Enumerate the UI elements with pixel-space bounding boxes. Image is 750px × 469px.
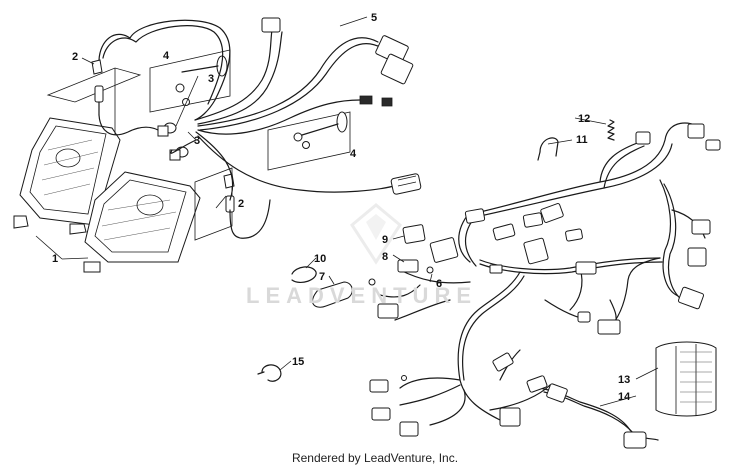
spiral-wrap [607, 119, 615, 141]
callout-1: 1 [52, 253, 58, 265]
callout-6: 6 [436, 278, 442, 290]
headlight-right [83, 171, 201, 273]
adjuster-group-upper [149, 49, 231, 113]
cable-clip [257, 364, 282, 382]
bulb-group-box-right [194, 167, 233, 241]
watermark-logo [350, 203, 402, 265]
rendered-by-credit: Rendered by LeadVenture, Inc. [291, 451, 459, 465]
leader-lines [35, 16, 659, 407]
callout-15: 15 [292, 356, 304, 368]
callout-11: 11 [576, 134, 588, 146]
callout-2b: 2 [238, 198, 244, 210]
main-wiring-harness [379, 122, 706, 441]
fuse-holder [312, 281, 353, 308]
callout-2a: 2 [72, 51, 78, 63]
callout-13: 13 [618, 374, 630, 386]
callout-4b: 4 [350, 148, 357, 160]
bulb-socket-upper [91, 59, 104, 116]
callout-3a: 3 [208, 73, 214, 85]
wire-tie [537, 137, 559, 161]
callout-10: 10 [314, 253, 326, 265]
grommet [291, 266, 317, 284]
headlight-harness-plug [390, 173, 422, 195]
callout-7: 7 [319, 271, 325, 283]
callout-4a: 4 [163, 50, 170, 62]
adjuster-group-lower [267, 111, 351, 171]
callout-12: 12 [578, 113, 590, 125]
headlight-left [13, 117, 121, 235]
callout-9: 9 [382, 234, 388, 246]
headlight-bulb-upper [157, 122, 177, 137]
conduit-sleeve [655, 341, 717, 417]
harness-connectors [369, 123, 721, 449]
callout-5: 5 [371, 12, 377, 24]
headlight-harness [98, 19, 399, 239]
callout-8: 8 [382, 251, 388, 263]
bulb-group-box-left [46, 67, 142, 135]
callout-3b: 3 [194, 135, 200, 147]
main-connector [261, 17, 414, 107]
relay-connector-group [368, 224, 459, 286]
watermark-text: LEADVENTURE [246, 283, 478, 308]
callout-14: 14 [618, 391, 631, 403]
